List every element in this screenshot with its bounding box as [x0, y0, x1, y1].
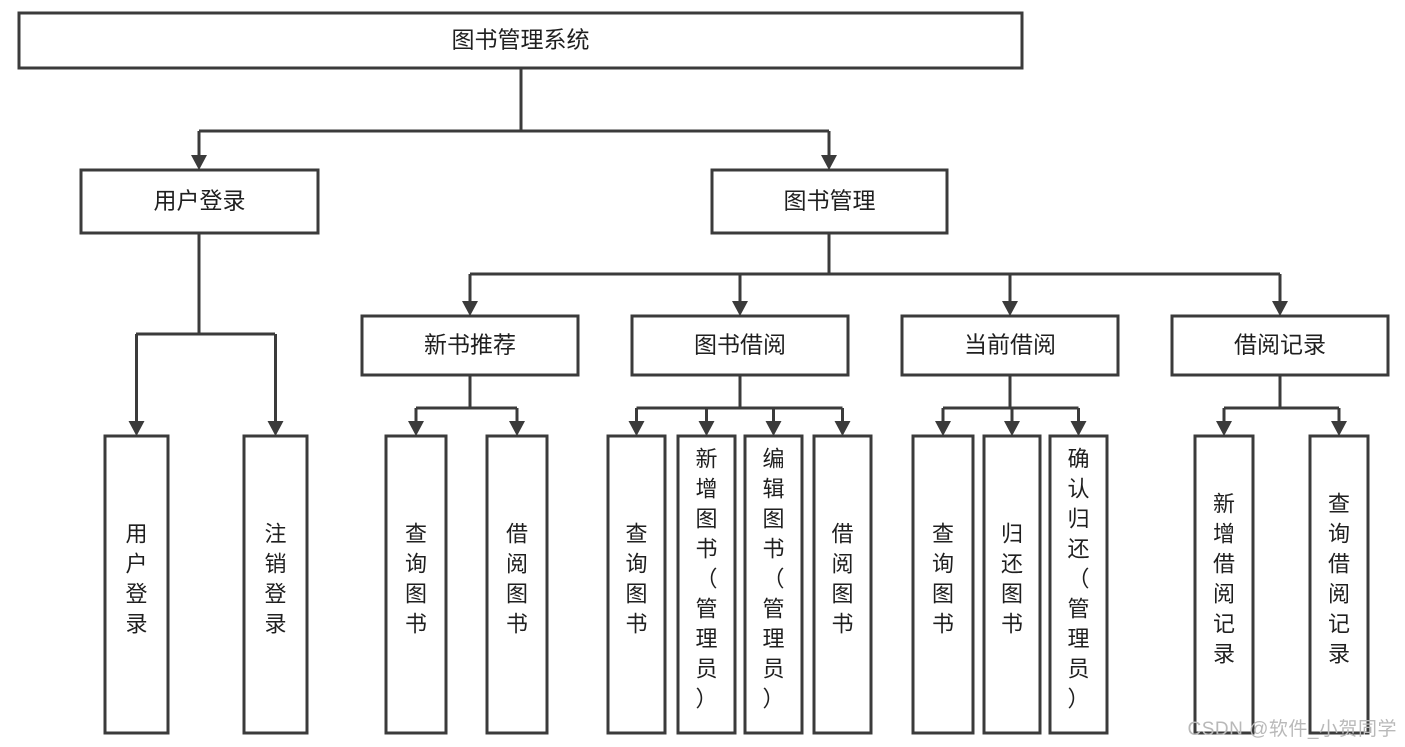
node-leaf-user-login[interactable]: 用户登录 — [103, 434, 170, 735]
new-book-recommend-to-leaf-query-book-1-arrowhead — [408, 421, 424, 436]
node-root[interactable]: 图书管理系统 — [17, 11, 1024, 70]
current-borrow-to-leaf-return-book-arrowhead — [1004, 421, 1020, 436]
node-leaf-return-book-rect — [982, 434, 1042, 735]
node-leaf-edit-book-rect — [743, 434, 804, 735]
node-leaf-borrow-book-1[interactable]: 借阅图书 — [485, 434, 549, 735]
node-leaf-confirm-return-rect — [1048, 434, 1109, 735]
node-leaf-edit-book-label: 编辑图书（管理员） — [762, 447, 784, 712]
root-to-book-manage-arrowhead — [821, 155, 837, 170]
node-current-borrow[interactable]: 当前借阅 — [900, 314, 1120, 377]
node-leaf-logout[interactable]: 注销登录 — [242, 434, 309, 735]
node-leaf-query-book-2[interactable]: 查询图书 — [606, 434, 667, 735]
node-book-borrow-rect — [630, 314, 850, 377]
node-current-borrow-rect — [900, 314, 1120, 377]
user-login-to-leaf-logout-arrowhead — [267, 421, 284, 436]
book-manage-to-book-borrow-arrowhead — [732, 301, 748, 316]
book-borrow-to-leaf-add-book-arrowhead — [698, 421, 715, 436]
node-leaf-query-book-3[interactable]: 查询图书 — [911, 434, 975, 735]
node-leaf-logout-rect — [242, 434, 309, 735]
node-book-manage-rect — [710, 168, 949, 235]
node-leaf-borrow-book-1-label: 借阅图书 — [506, 522, 528, 637]
node-leaf-add-book-rect — [676, 434, 737, 735]
node-leaf-return-book-label: 归还图书 — [1001, 522, 1023, 637]
node-leaf-borrow-book-2-rect — [812, 434, 873, 735]
node-leaf-query-book-2-label: 查询图书 — [625, 522, 647, 637]
node-leaf-add-record-rect — [1193, 434, 1255, 735]
node-leaf-query-book-1-label: 查询图书 — [405, 522, 427, 637]
node-leaf-query-book-3-rect — [911, 434, 975, 735]
user-login-to-leaf-user-login-arrowhead — [128, 421, 145, 436]
node-leaf-logout-label: 注销登录 — [264, 522, 286, 637]
node-leaf-add-record[interactable]: 新增借阅记录 — [1193, 434, 1255, 735]
node-leaf-query-record-rect — [1308, 434, 1370, 735]
watermark-label: CSDN @软件_小贺同学 — [1187, 719, 1397, 740]
new-book-recommend-to-leaf-borrow-book-1-arrowhead — [509, 421, 525, 436]
book-borrow-to-leaf-query-book-2-arrowhead — [628, 421, 645, 436]
node-leaf-query-book-2-rect — [606, 434, 667, 735]
node-borrow-record-rect — [1170, 314, 1390, 377]
node-leaf-borrow-book-2[interactable]: 借阅图书 — [812, 434, 873, 735]
node-book-manage-label: 图书管理 — [784, 188, 876, 214]
node-leaf-query-record[interactable]: 查询借阅记录 — [1308, 434, 1370, 735]
node-new-book-recommend-rect — [360, 314, 580, 377]
node-user-login-label: 用户登录 — [154, 188, 246, 214]
book-borrow-to-leaf-edit-book-arrowhead — [765, 421, 782, 436]
node-leaf-add-book[interactable]: 新增图书（管理员） — [676, 434, 737, 735]
current-borrow-to-leaf-query-book-3-arrowhead — [935, 421, 951, 436]
node-leaf-query-book-1-rect — [384, 434, 448, 735]
book-manage-to-new-book-recommend-arrowhead — [462, 301, 478, 316]
node-leaf-confirm-return-label: 确认归还（管理员） — [1067, 447, 1089, 712]
node-leaf-user-login-label: 用户登录 — [125, 522, 147, 637]
current-borrow-to-leaf-confirm-return-arrowhead — [1070, 421, 1087, 436]
node-leaf-query-book-1[interactable]: 查询图书 — [384, 434, 448, 735]
node-leaf-borrow-book-1-rect — [485, 434, 549, 735]
node-leaf-borrow-book-2-label: 借阅图书 — [831, 522, 853, 637]
node-root-label: 图书管理系统 — [452, 27, 590, 53]
node-leaf-user-login-rect — [103, 434, 170, 735]
borrow-record-to-leaf-query-record-arrowhead — [1331, 421, 1347, 436]
node-leaf-query-record-label: 查询借阅记录 — [1328, 492, 1350, 667]
node-new-book-recommend[interactable]: 新书推荐 — [360, 314, 580, 377]
node-borrow-record-label: 借阅记录 — [1234, 332, 1326, 358]
node-leaf-confirm-return[interactable]: 确认归还（管理员） — [1048, 434, 1109, 735]
borrow-record-to-leaf-add-record-arrowhead — [1216, 421, 1232, 436]
node-book-borrow-label: 图书借阅 — [694, 332, 786, 358]
node-new-book-recommend-label: 新书推荐 — [424, 332, 516, 358]
node-leaf-query-book-3-label: 查询图书 — [932, 522, 954, 637]
node-current-borrow-label: 当前借阅 — [964, 332, 1056, 358]
book-manage-to-current-borrow-arrowhead — [1002, 301, 1018, 316]
node-leaf-add-record-label: 新增借阅记录 — [1213, 492, 1235, 667]
node-leaf-edit-book[interactable]: 编辑图书（管理员） — [743, 434, 804, 735]
root-to-user-login-arrowhead — [191, 155, 207, 170]
node-leaf-return-book[interactable]: 归还图书 — [982, 434, 1042, 735]
book-manage-to-borrow-record-arrowhead — [1272, 301, 1288, 316]
node-borrow-record[interactable]: 借阅记录 — [1170, 314, 1390, 377]
node-root-rect — [17, 11, 1024, 70]
node-user-login-rect — [79, 168, 320, 235]
connector-lines — [128, 68, 1347, 436]
node-boxes: 图书管理系统用户登录图书管理新书推荐图书借阅当前借阅借阅记录用户登录注销登录查询… — [17, 11, 1390, 735]
node-user-login[interactable]: 用户登录 — [79, 168, 320, 235]
book-borrow-to-leaf-borrow-book-2-arrowhead — [834, 421, 851, 436]
node-leaf-add-book-label: 新增图书（管理员） — [695, 447, 717, 712]
node-book-borrow[interactable]: 图书借阅 — [630, 314, 850, 377]
node-book-manage[interactable]: 图书管理 — [710, 168, 949, 235]
